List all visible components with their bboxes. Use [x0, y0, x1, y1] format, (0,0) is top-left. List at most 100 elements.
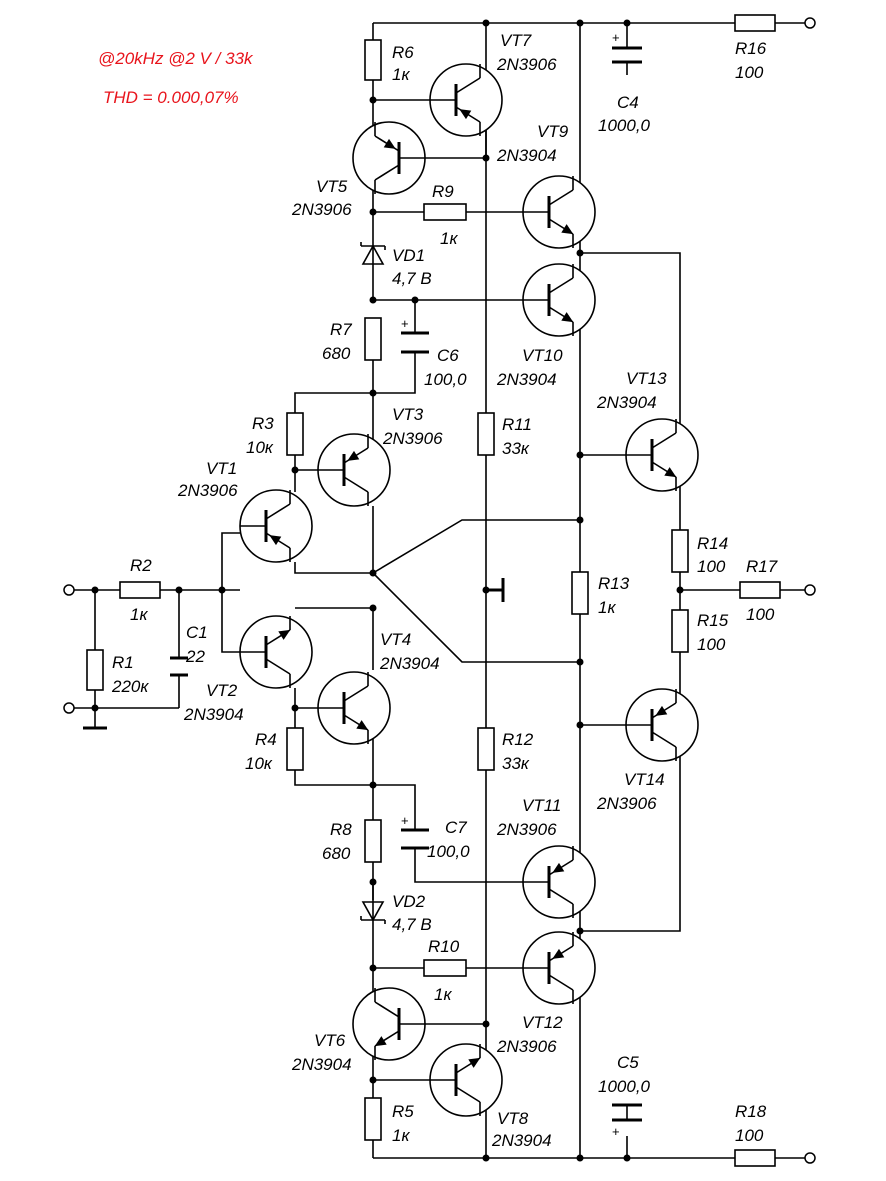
vt10-ref: VT10 [522, 346, 563, 365]
thd-note: THD = 0.000,07% [103, 88, 239, 107]
vd1-value: 4,7 В [392, 269, 432, 288]
junctions [91, 19, 684, 1162]
input-ground-terminal [63, 702, 75, 714]
c5-value: 1000,0 [598, 1077, 651, 1096]
vt9-type: 2N3904 [496, 146, 557, 165]
transistor-vt9 [522, 175, 596, 249]
capacitor-c4 [612, 46, 642, 64]
resistor-r1 [86, 649, 104, 691]
capacitor-c7 [401, 828, 429, 850]
vt11-type: 2N3906 [496, 820, 557, 839]
output-terminal [804, 584, 816, 596]
resistor-r14 [671, 529, 689, 573]
transistor-vt10 [522, 263, 596, 337]
resistor-r17 [739, 581, 781, 599]
vt1-type: 2N3906 [177, 481, 238, 500]
transistors [239, 63, 699, 1117]
c7-value: 100,0 [427, 842, 470, 861]
r7-value: 680 [322, 344, 351, 363]
resistor-r11 [477, 412, 495, 456]
resistor-r10 [423, 959, 467, 977]
r17-ref: R17 [746, 557, 778, 576]
r9-ref: R9 [432, 182, 454, 201]
vd2-value: 4,7 В [392, 915, 432, 934]
resistor-r12 [477, 727, 495, 771]
vd2-ref: VD2 [392, 892, 426, 911]
r15-value: 100 [697, 635, 726, 654]
vt9-ref: VT9 [537, 122, 569, 141]
test-condition-note: @20kHz @2 V / 33k [98, 49, 254, 68]
c7-ref: C7 [445, 818, 467, 837]
vt10-type: 2N3904 [496, 370, 557, 389]
r6-value: 1к [392, 65, 410, 84]
r10-ref: R10 [428, 937, 460, 956]
resistors [86, 14, 781, 1167]
r16-ref: R16 [735, 39, 767, 58]
vt6-type: 2N3904 [291, 1055, 352, 1074]
zener-vd2 [360, 901, 386, 924]
r4-value: 10к [245, 754, 273, 773]
c6-value: 100,0 [424, 370, 467, 389]
vd1-ref: VD1 [392, 246, 425, 265]
c4-ref: C4 [617, 93, 639, 112]
resistor-r18 [734, 1149, 776, 1167]
resistor-r13 [571, 571, 589, 615]
c1-value: 22 [185, 647, 205, 666]
resistor-r4 [286, 727, 304, 771]
r9-value: 1к [440, 229, 458, 248]
r2-value: 1к [130, 605, 148, 624]
vt13-type: 2N3904 [596, 393, 657, 412]
r1-ref: R1 [112, 653, 134, 672]
r10-value: 1к [434, 985, 452, 1004]
vt7-type: 2N3906 [496, 55, 557, 74]
r14-ref: R14 [697, 534, 728, 553]
resistor-r5 [364, 1097, 382, 1141]
c4-value: 1000,0 [598, 116, 651, 135]
vt4-type: 2N3904 [379, 654, 440, 673]
r17-value: 100 [746, 605, 775, 624]
resistor-r8 [364, 819, 382, 863]
transistor-vt3 [317, 433, 391, 507]
vt13-ref: VT13 [626, 369, 667, 388]
vt3-type: 2N3906 [382, 429, 443, 448]
transistor-vt4 [317, 671, 391, 745]
vt14-ref: VT14 [624, 770, 665, 789]
resistor-r3 [286, 412, 304, 456]
vt5-ref: VT5 [316, 177, 348, 196]
r3-value: 10к [246, 438, 274, 457]
labels: R6 1к VT7 2N3906 C4 1000,0 R16 100 VT9 2… [111, 31, 778, 1150]
r7-ref: R7 [330, 320, 352, 339]
r11-ref: R11 [502, 415, 532, 434]
transistor-vt13 [625, 418, 699, 492]
transistor-vt2 [239, 615, 313, 689]
resistor-r16 [734, 14, 776, 32]
resistor-r15 [671, 609, 689, 653]
r8-value: 680 [322, 844, 351, 863]
vt5-type: 2N3906 [291, 200, 352, 219]
vt3-ref: VT3 [392, 405, 424, 424]
r11-value: 33к [502, 439, 530, 458]
negative-supply-terminal [804, 1152, 816, 1164]
capacitor-c5 [612, 1103, 642, 1122]
svg-text:+: + [612, 1124, 620, 1139]
r14-value: 100 [697, 557, 726, 576]
transistor-vt5 [352, 121, 426, 195]
r18-value: 100 [735, 1126, 764, 1145]
vt4-ref: VT4 [380, 630, 411, 649]
vt12-type: 2N3906 [496, 1037, 557, 1056]
resistor-r9 [423, 203, 467, 221]
r2-ref: R2 [130, 556, 152, 575]
transistor-vt8 [429, 1043, 503, 1117]
r16-value: 100 [735, 63, 764, 82]
r8-ref: R8 [330, 820, 352, 839]
r13-value: 1к [598, 598, 616, 617]
c6-ref: C6 [437, 346, 459, 365]
r15-ref: R15 [697, 611, 729, 630]
r13-ref: R13 [598, 574, 630, 593]
vt7-ref: VT7 [500, 31, 532, 50]
vt2-type: 2N3904 [183, 705, 244, 724]
r4-ref: R4 [255, 730, 277, 749]
vt14-type: 2N3906 [596, 794, 657, 813]
c1-ref: C1 [186, 623, 208, 642]
